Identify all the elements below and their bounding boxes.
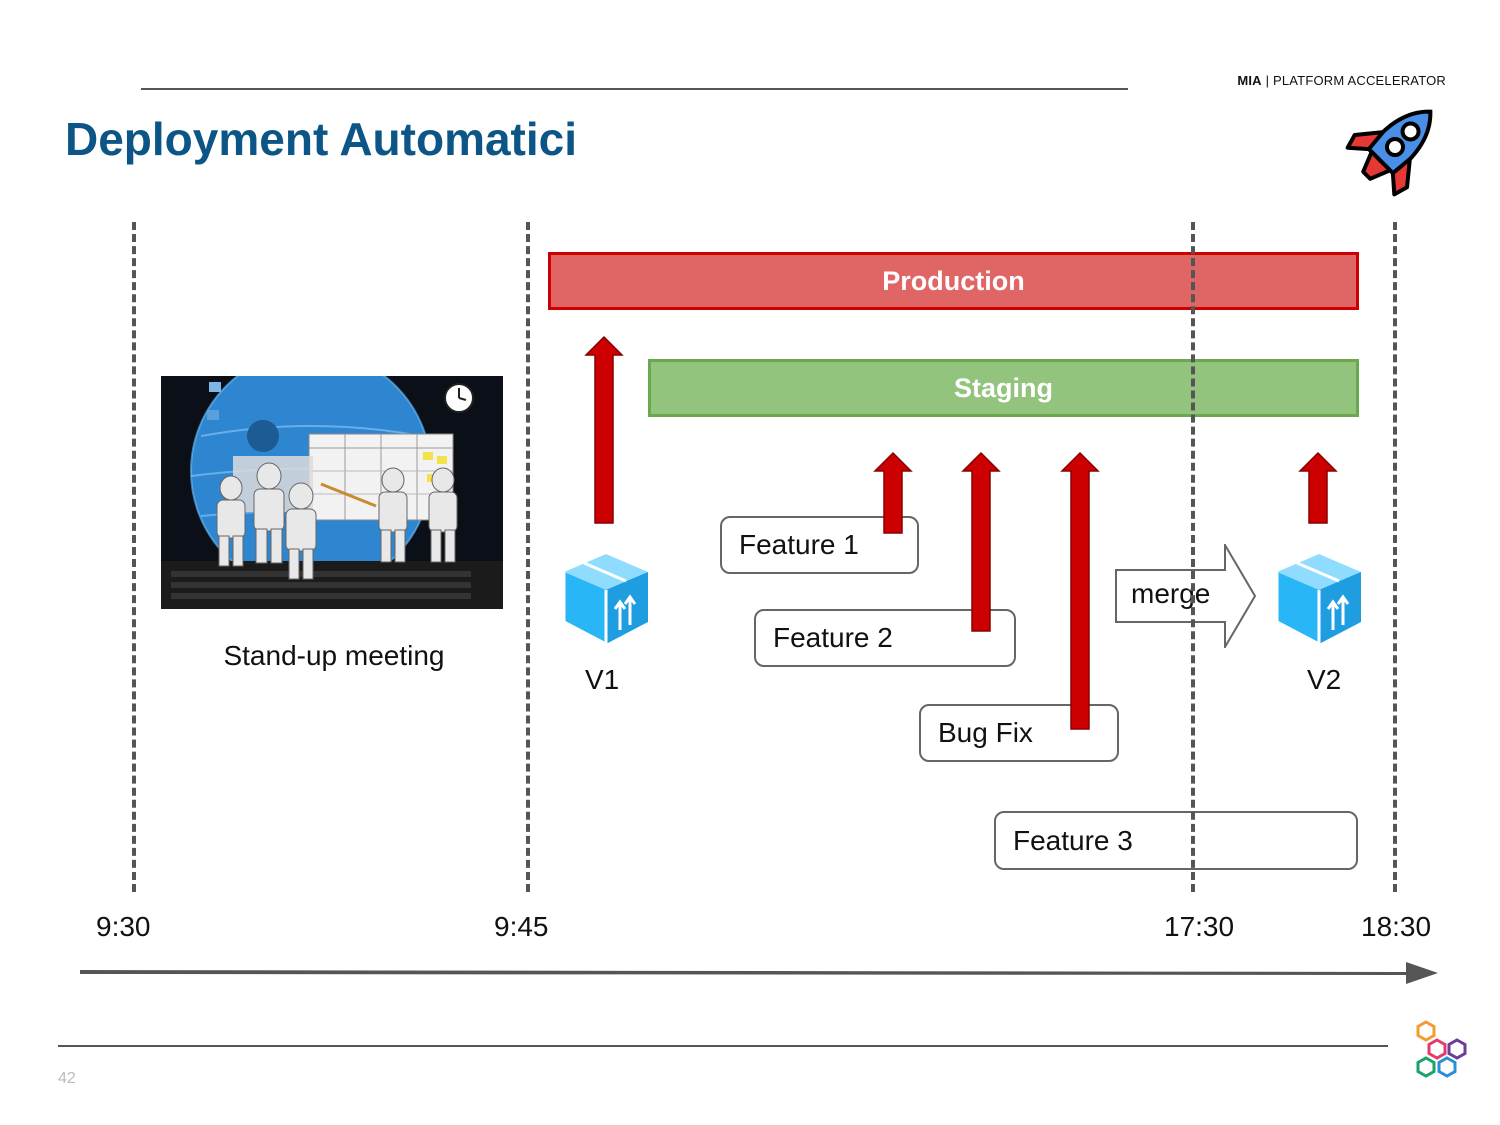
timeline-arrow bbox=[80, 962, 1438, 984]
merge-label: merge bbox=[1131, 578, 1211, 609]
production-label: Production bbox=[882, 265, 1025, 296]
deploy-arrow-v2 bbox=[1298, 451, 1338, 524]
staging-bar: Staging bbox=[648, 359, 1359, 417]
deploy-arrow-feature-2 bbox=[961, 451, 1001, 632]
top-divider bbox=[141, 88, 1128, 90]
dashed-line-1730 bbox=[1191, 222, 1195, 892]
dashed-line-1830 bbox=[1393, 222, 1397, 892]
feature-1-label: Feature 1 bbox=[739, 529, 859, 560]
merge-arrow bbox=[1115, 544, 1257, 648]
deploy-arrow-feature-1 bbox=[873, 451, 913, 534]
time-label-1730: 17:30 bbox=[1164, 911, 1235, 942]
deploy-arrow-bug-fix bbox=[1060, 451, 1100, 730]
feature-3-box: Feature 3 bbox=[994, 811, 1358, 870]
feature-2-label: Feature 2 bbox=[773, 622, 893, 653]
production-bar: Production bbox=[548, 252, 1359, 310]
standup-caption: Stand-up meeting bbox=[223, 640, 445, 671]
hexagon-logo-icon bbox=[1416, 1020, 1467, 1078]
deploy-arrow-v1 bbox=[584, 335, 624, 524]
brand-label: MIA | PLATFORM ACCELERATOR bbox=[1237, 73, 1446, 88]
version-label-v2: V2 bbox=[1307, 664, 1342, 695]
package-icon-v2 bbox=[1275, 552, 1363, 646]
package-icon-v1 bbox=[562, 552, 650, 646]
dashed-line-0930 bbox=[132, 222, 136, 892]
page-number: 42 bbox=[58, 1070, 76, 1087]
staging-label: Staging bbox=[954, 372, 1053, 403]
slide-title: Deployment Automatici bbox=[65, 113, 578, 165]
dashed-line-0945 bbox=[526, 222, 530, 892]
rocket-icon bbox=[1345, 109, 1433, 197]
standup-photo bbox=[161, 376, 503, 609]
bug-fix-label: Bug Fix bbox=[938, 717, 1033, 748]
version-label-v1: V1 bbox=[585, 664, 620, 695]
time-label-0930: 9:30 bbox=[96, 911, 151, 942]
feature-3-label: Feature 3 bbox=[1013, 824, 1133, 856]
time-label-0945: 9:45 bbox=[494, 911, 549, 942]
time-label-1830: 18:30 bbox=[1361, 911, 1432, 942]
bottom-divider bbox=[58, 1045, 1388, 1047]
